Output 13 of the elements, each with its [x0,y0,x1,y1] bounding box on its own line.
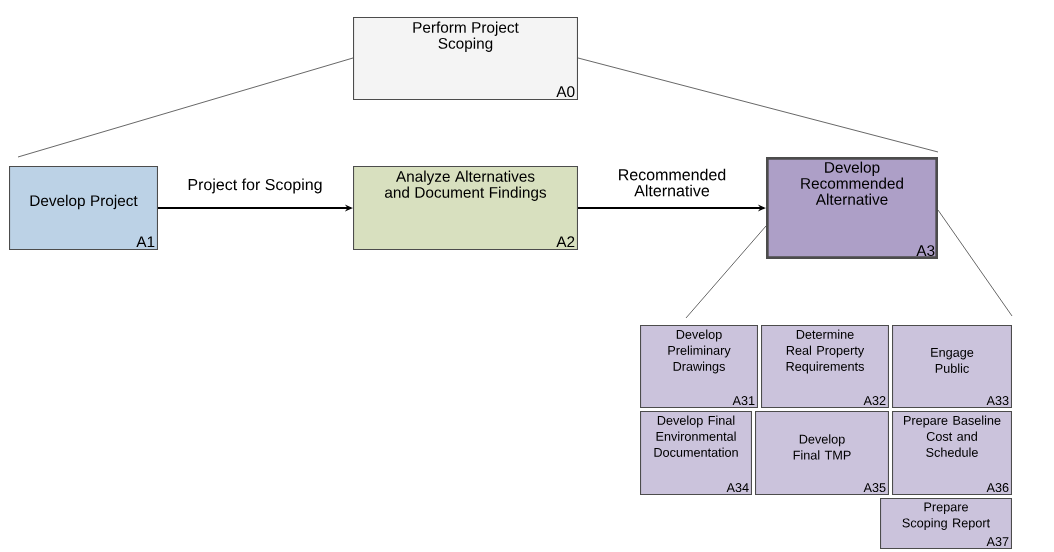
process-box: Engage Public A33 [892,325,1012,408]
process-box: Develop Preliminary Drawings A31 [640,325,758,408]
process-box: Develop Final TMP A35 [755,411,889,495]
edge-label: Project for Scoping [188,178,322,194]
process-box: Perform Project Scoping A0 [353,17,578,100]
process-box: Develop Final Environmental Documentation A34 [640,411,752,495]
edge-label: Recommended Alternative [619,168,726,197]
process-box: Develop Recommended Alternative A3 [766,157,938,259]
process-box: Determine Real Property Requirements A32 [761,325,889,408]
process-box: Develop Project A1 [9,166,158,250]
process-box: Analyze Alternatives and Document Findings A2 [353,166,578,250]
process-box: Prepare Baseline Cost and Schedule A36 [892,411,1012,495]
process-box: Prepare Scoping Report A37 [880,498,1012,549]
